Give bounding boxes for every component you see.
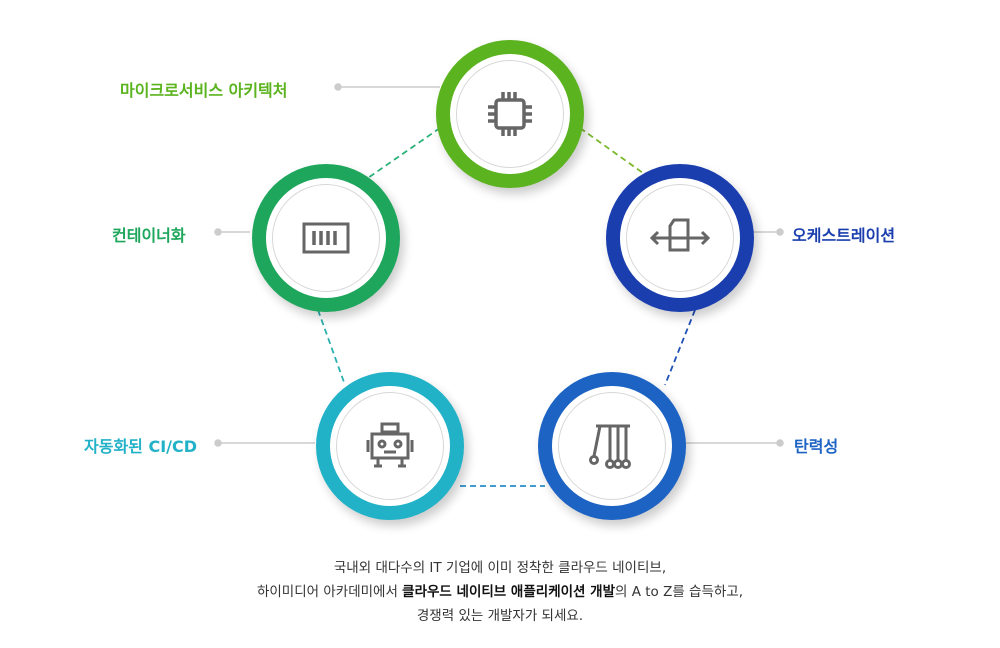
robot-icon [366, 422, 414, 468]
cpu-chip-icon [488, 92, 532, 136]
node-cicd [316, 372, 464, 520]
label-orchestration: 오케스트레이션 [792, 226, 896, 245]
label-container: 컨테이너화 [112, 226, 186, 245]
label-cicd: 자동화된 CI/CD [84, 437, 198, 456]
node-orchestration [606, 164, 754, 312]
node-container [252, 164, 400, 312]
description-line-3: 경쟁력 있는 개발자가 되세요. [416, 608, 584, 624]
label-microservices: 마이크로서비스 아키텍처 [120, 81, 288, 100]
node-microservices [436, 40, 584, 188]
text: 하이미디어 아카데미에서 [256, 584, 403, 600]
description-line-2: 하이미디어 아카데미에서 클라우드 네이티브 애플리케이션 개발의 A to Z… [0, 580, 1000, 604]
text: 의 A to Z를 습득하고, [615, 584, 744, 600]
description: 국내외 대다수의 IT 기업에 이미 정착한 클라우드 네이티브, 하이미디어 … [0, 556, 1000, 628]
orchestration-icon [650, 218, 710, 252]
container-icon [302, 222, 350, 254]
label-resilience: 탄력성 [794, 437, 839, 456]
description-line-1: 국내외 대다수의 IT 기업에 이미 정착한 클라우드 네이티브, [333, 560, 667, 576]
node-resilience [538, 372, 686, 520]
pendulum-icon [589, 424, 631, 469]
highlight-text: 클라우드 네이티브 애플리케이션 개발 [402, 584, 615, 600]
